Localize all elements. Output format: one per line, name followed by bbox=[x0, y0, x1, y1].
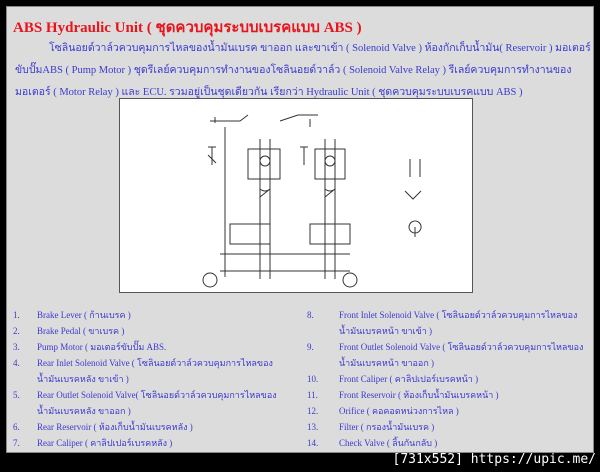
legend-number: 2. bbox=[13, 326, 20, 336]
legend-text: Front Outlet Solenoid Valve ( โซลินอยด์ว… bbox=[339, 342, 584, 368]
legend-number: 11. bbox=[307, 390, 318, 400]
intro-paragraph: โซลินอยด์วาล์วควบคุมการไหลของน้ำมันเบรค … bbox=[15, 43, 591, 98]
legend-text: Brake Pedal ( ขาเบรค ) bbox=[37, 326, 125, 336]
legend-item: 8. Front Inlet Solenoid Valve ( โซลินอยด์… bbox=[307, 307, 587, 339]
legend-text: Rear Reservoir ( ห้องเก็บน้ำมันเบรคหลัง … bbox=[37, 422, 193, 432]
legend-text: Brake Lever ( ก้านเบรค ) bbox=[37, 310, 131, 320]
legend-item: 6. Rear Reservoir ( ห้องเก็บน้ำมันเบรคหลั… bbox=[13, 419, 283, 435]
legend-item: 4. Rear Inlet Solenoid Valve ( โซลินอยด์ว… bbox=[13, 355, 283, 387]
legend-number: 3. bbox=[13, 342, 20, 352]
legend-number: 4. bbox=[13, 358, 20, 368]
legend-number: 1. bbox=[13, 310, 20, 320]
legend-item: 12. Orifice ( คอคอดหน่วงการไหล ) bbox=[307, 403, 587, 419]
legend-item: 14. Check Valve ( ลิ้นกันกลับ ) bbox=[307, 435, 587, 451]
legend-text: Rear Caliper ( คาลิปเปอร์เบรคหลัง ) bbox=[37, 438, 173, 448]
diagram-lines bbox=[202, 114, 422, 288]
legend-item: 11. Front Reservoir ( ห้องเก็บน้ำมันเบรคห… bbox=[307, 387, 587, 403]
legend-item: 9. Front Outlet Solenoid Valve ( โซลินอยด… bbox=[307, 339, 587, 371]
legend-item: 1. Brake Lever ( ก้านเบรค ) bbox=[13, 307, 283, 323]
legend-number: 14. bbox=[307, 438, 319, 448]
legend-number: 8. bbox=[307, 310, 314, 320]
legend-text: Front Inlet Solenoid Valve ( โซลินอยด์วา… bbox=[339, 310, 578, 336]
legend-number: 12. bbox=[307, 406, 319, 416]
legend-number: 9. bbox=[307, 342, 314, 352]
content-panel: ABS Hydraulic Unit ( ชุดควบคุมระบบเบรคแบ… bbox=[6, 6, 594, 453]
legend-item: 13. Filter ( กรองน้ำมันเบรค ) bbox=[307, 419, 587, 435]
legend-text: Check Valve ( ลิ้นกันกลับ ) bbox=[339, 438, 438, 448]
legend-number: 10. bbox=[307, 374, 319, 384]
legend-item: 10. Front Caliper ( คาลิปเปอร์เบรคหน้า ) bbox=[307, 371, 587, 387]
legend-item: 7. Rear Caliper ( คาลิปเปอร์เบรคหลัง ) bbox=[13, 435, 283, 451]
legend-list-right: 8. Front Inlet Solenoid Valve ( โซลินอยด์… bbox=[307, 307, 587, 451]
legend-item: 5. Rear Outlet Solenoid Valve( โซลินอยด์ว… bbox=[13, 387, 283, 419]
legend-text: Orifice ( คอคอดหน่วงการไหล ) bbox=[339, 406, 459, 416]
legend-text: Rear Inlet Solenoid Valve ( โซลินอยด์วาล… bbox=[37, 358, 273, 384]
legend-text: Front Caliper ( คาลิปเปอร์เบรคหน้า ) bbox=[339, 374, 479, 384]
legend-number: 13. bbox=[307, 422, 319, 432]
image-host-watermark: [731x552] https://upic.me/ bbox=[392, 452, 597, 467]
legend-item: 3. Pump Motor ( มอเตอร์ขับปั๊ม ABS. bbox=[13, 339, 283, 355]
legend-text: Rear Outlet Solenoid Valve( โซลินอยด์วาล… bbox=[37, 390, 277, 416]
page-title: ABS Hydraulic Unit ( ชุดควบคุมระบบเบรคแบ… bbox=[13, 20, 362, 36]
legend-text: Pump Motor ( มอเตอร์ขับปั๊ม ABS. bbox=[37, 342, 167, 352]
legend-number: 5. bbox=[13, 390, 20, 400]
hydraulic-diagram bbox=[119, 98, 473, 293]
legend-list-left: 1. Brake Lever ( ก้านเบรค ) 2. Brake Pedal… bbox=[13, 307, 283, 451]
legend-number: 7. bbox=[13, 438, 20, 448]
legend-text: Filter ( กรองน้ำมันเบรค ) bbox=[339, 422, 435, 432]
legend-text: Front Reservoir ( ห้องเก็บน้ำมันเบรคหน้า… bbox=[339, 390, 499, 400]
legend-item: 2. Brake Pedal ( ขาเบรค ) bbox=[13, 323, 283, 339]
legend-number: 6. bbox=[13, 422, 20, 432]
